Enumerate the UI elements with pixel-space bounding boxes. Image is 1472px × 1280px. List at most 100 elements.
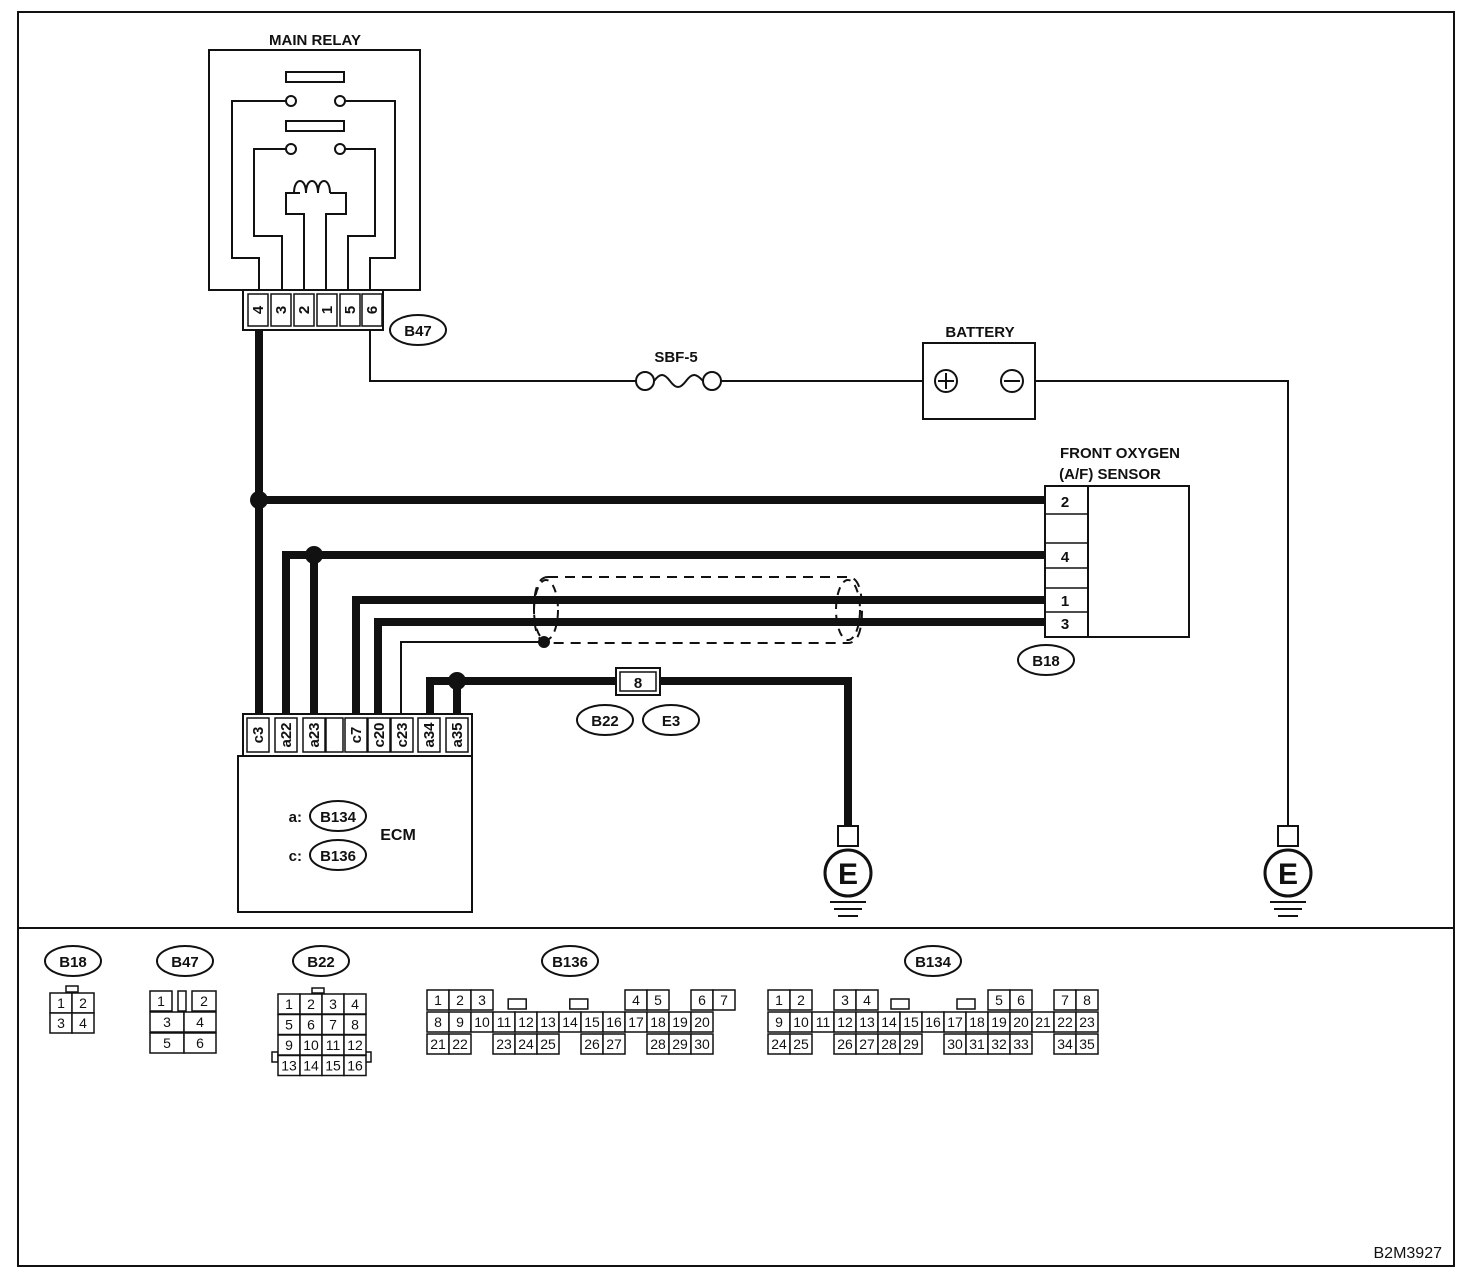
- b136-pin: 9: [456, 1014, 464, 1030]
- b136-pin: 5: [654, 992, 662, 1008]
- b134-pin-cell: [1075, 989, 1099, 1011]
- connector-view-name: B134: [915, 954, 952, 971]
- ecm-line-c-prefix: c:: [289, 848, 302, 865]
- b136-pin: 21: [430, 1036, 446, 1052]
- ecm-pin: c23: [394, 722, 411, 747]
- joint-connector: 8 B22 E3: [576, 667, 700, 736]
- b136-pin: 23: [496, 1036, 512, 1052]
- shield-outline: [532, 576, 864, 644]
- b136-pin: 8: [434, 1014, 442, 1030]
- relay-pin-cell: [247, 293, 269, 327]
- connector-view-name: B136: [552, 954, 588, 971]
- relay-pin: 4: [250, 305, 267, 314]
- b136-pin: 6: [698, 992, 706, 1008]
- b136-pin-cell: [470, 989, 494, 1011]
- b134-pin: 10: [793, 1014, 809, 1030]
- ground-symbol: E: [1263, 825, 1313, 917]
- b136-pin: 10: [474, 1014, 490, 1030]
- b47-pin: 1: [157, 993, 165, 1009]
- b136-pin: 22: [452, 1036, 468, 1052]
- b134-pin: 3: [841, 992, 849, 1008]
- b134-pin: 2: [797, 992, 805, 1008]
- relay-pin: 2: [296, 306, 313, 314]
- b136-pin: 7: [720, 992, 728, 1008]
- b18-pin: 4: [79, 1015, 87, 1031]
- fuse-sbf5: SBF-5: [635, 349, 722, 391]
- b134-pin: 1: [775, 992, 783, 1008]
- front-oxygen-sensor: FRONT OXYGEN (A/F) SENSOR 2 4 1 3 B18: [1017, 445, 1190, 676]
- b136-pin-cell: [448, 1033, 472, 1055]
- wire-battery-ground: [1035, 380, 1289, 826]
- b134-pin: 31: [969, 1036, 985, 1052]
- ecm-pin-cell: [302, 717, 326, 753]
- ecm-pin-cell: [417, 717, 441, 753]
- b22-pin-cell: [343, 1054, 367, 1077]
- b136-pin: 25: [540, 1036, 556, 1052]
- b22-pin: 13: [281, 1058, 297, 1074]
- relay-pin: 6: [364, 306, 381, 314]
- ecm-pin-cell: [246, 717, 270, 753]
- b134-pin: 6: [1017, 992, 1025, 1008]
- b47-pin: 6: [196, 1035, 204, 1051]
- ground-label: E: [838, 858, 858, 891]
- b136-pin: 11: [497, 1014, 512, 1030]
- b47-pin: 5: [163, 1035, 171, 1051]
- sensor-pin: 2: [1061, 494, 1069, 511]
- b134-pin-cell: [1009, 1033, 1033, 1055]
- b134-pin-cell: [855, 989, 879, 1011]
- b134-pin: 19: [991, 1014, 1007, 1030]
- wire-relay-fuse: [369, 330, 636, 382]
- b134-pin-cell: [1075, 1011, 1099, 1033]
- b134-pin-cell: [1075, 1033, 1099, 1055]
- ecm-pin: a35: [449, 722, 466, 747]
- ecm-title: ECM: [380, 827, 416, 844]
- relay-connector-label: B47: [404, 323, 432, 340]
- ecm-pin-cell: [445, 717, 469, 753]
- b134-pin-cell: [789, 989, 813, 1011]
- b134-pin: 11: [816, 1014, 831, 1030]
- relay-pin-cell: [270, 293, 292, 327]
- b22-pin: 12: [347, 1037, 363, 1053]
- relay-pin: 3: [273, 306, 290, 314]
- connector-view-name: B47: [171, 954, 199, 971]
- b22-pin: 11: [326, 1037, 341, 1053]
- b134-pin: 14: [881, 1014, 897, 1030]
- b22-pin: 5: [285, 1017, 293, 1033]
- b136-pin-cell: [690, 1011, 714, 1033]
- b18-pin: 1: [57, 995, 65, 1011]
- junction-dot: [448, 672, 466, 690]
- b47-pin: 3: [163, 1014, 171, 1030]
- figure-id: B2M3927: [1374, 1245, 1443, 1262]
- b22-pin: 2: [307, 996, 315, 1012]
- b134-pin: 15: [903, 1014, 919, 1030]
- b136-pin: 18: [650, 1014, 666, 1030]
- b134-pin-cell: [789, 1033, 813, 1055]
- b134-pin: 21: [1035, 1014, 1051, 1030]
- b18-pin: 3: [57, 1015, 65, 1031]
- b136-pin: 13: [540, 1014, 556, 1030]
- b22-pin: 8: [351, 1017, 359, 1033]
- sensor-pin: 4: [1061, 549, 1070, 566]
- wire-sensor-pin4-a22: [282, 551, 1045, 740]
- diagram-frame: [17, 11, 1455, 1267]
- relay-pin-cell: [339, 293, 361, 327]
- b134-pin: 24: [771, 1036, 787, 1052]
- wire-shield-c23: [400, 641, 544, 740]
- b134-pin: 16: [925, 1014, 941, 1030]
- ecm-pin: a22: [278, 722, 295, 747]
- ecm-pin: c7: [348, 727, 365, 744]
- b136-pin: 3: [478, 992, 486, 1008]
- b47-pin-cell: [183, 1011, 217, 1033]
- ecm-pin: c3: [250, 727, 267, 744]
- wire-sensor-pin3-c20: [374, 618, 1045, 740]
- b134-pin: 32: [991, 1036, 1007, 1052]
- ecm-pin-cell: [367, 717, 391, 753]
- b47-pin: 2: [200, 993, 208, 1009]
- b134-pin-cell: [1009, 989, 1033, 1011]
- relay-pin: 1: [319, 306, 336, 314]
